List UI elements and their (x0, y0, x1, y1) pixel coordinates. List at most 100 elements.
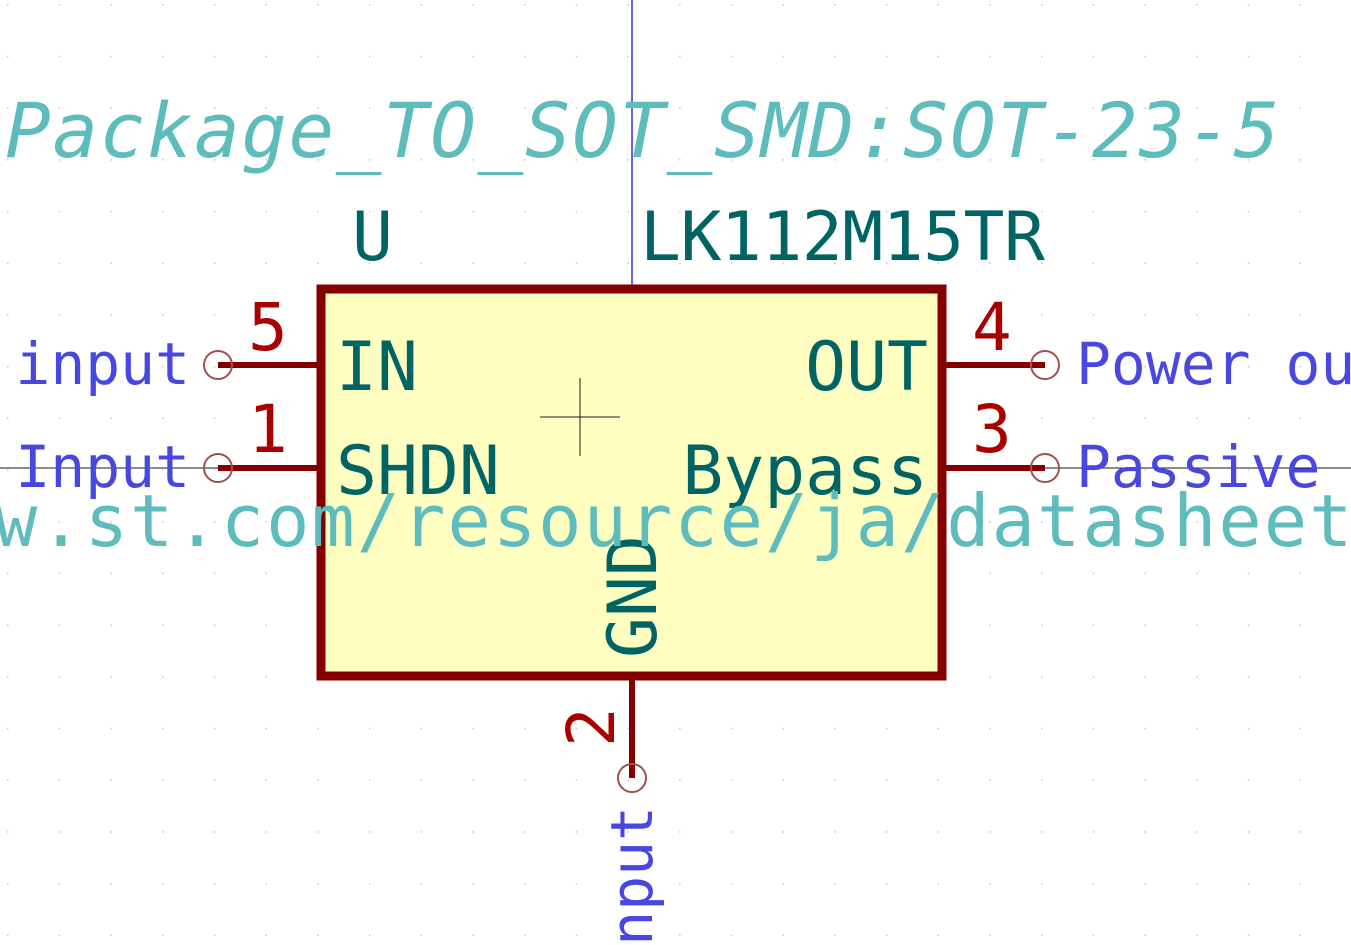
grid-dot (1247, 417, 1250, 420)
grid-dot (575, 210, 578, 213)
grid-dot (730, 882, 733, 885)
grid-dot (265, 727, 267, 730)
grid-dot (110, 262, 112, 264)
grid-dot (524, 159, 526, 161)
grid-dot (730, 55, 733, 58)
grid-dot (627, 55, 629, 58)
grid-dot (162, 4, 164, 6)
grid-dot (265, 314, 267, 316)
grid-dot (1144, 417, 1146, 420)
grid-dot (1092, 314, 1095, 316)
grid-dot (782, 934, 784, 937)
grid-dot (110, 159, 112, 161)
grid-dot (420, 779, 423, 781)
symbol-body[interactable] (316, 284, 947, 681)
grid-dot (265, 107, 267, 109)
grid-dot (679, 210, 681, 213)
grid-dot (58, 882, 61, 885)
grid-dot (213, 417, 216, 420)
reference-field[interactable]: U (352, 198, 393, 277)
grid-dot (730, 779, 733, 781)
grid-dot (679, 107, 681, 109)
grid-dot (1247, 572, 1250, 575)
grid-dot (58, 676, 61, 678)
pin-1-connection-circle[interactable] (203, 453, 233, 483)
grid-dot (1041, 676, 1043, 678)
grid-dot (472, 210, 474, 213)
grid-dot (679, 831, 681, 833)
footprint-field[interactable]: Package_TO_SOT_SMD:SOT-23-5 (5, 86, 1281, 175)
grid-dot (1299, 469, 1301, 471)
grid-dot (265, 779, 267, 781)
pin-5-connection-circle[interactable] (203, 350, 233, 380)
grid-dot (162, 314, 164, 316)
grid-dot (1196, 779, 1198, 781)
grid-dot (524, 831, 526, 833)
pin-5-type: r input (0, 330, 190, 398)
grid-dot (213, 4, 216, 6)
grid-dot (317, 727, 319, 730)
grid-dot (1092, 262, 1095, 264)
grid-dot (1041, 55, 1043, 58)
grid-dot (1092, 55, 1095, 58)
grid-dot (58, 417, 61, 420)
grid-dot (989, 417, 991, 420)
pin-2-connection-circle[interactable] (617, 763, 647, 793)
pin-2-name: GND (594, 535, 673, 658)
grid-dot (679, 779, 681, 781)
pin-5-name: IN (336, 328, 418, 407)
grid-dot (1144, 159, 1146, 161)
pin-3-name: Bypass (682, 432, 928, 511)
datasheet-field[interactable]: w.st.com/resource/ja/datasheet/l (0, 479, 1351, 563)
grid-dot (575, 262, 578, 264)
grid-dot (937, 831, 940, 833)
grid-dot (162, 882, 164, 885)
grid-dot (213, 159, 216, 161)
grid-dot (1196, 262, 1198, 264)
grid-dot (885, 55, 888, 58)
grid-dot (1041, 107, 1043, 109)
grid-dot (989, 934, 991, 937)
grid-dot (782, 831, 784, 833)
grid-dot (1092, 521, 1095, 523)
grid-dot (213, 107, 216, 109)
grid-dot (1196, 55, 1198, 58)
grid-dot (58, 159, 61, 161)
grid-dot (110, 727, 112, 730)
grid-dot (937, 882, 940, 885)
grid-dot (679, 55, 681, 58)
grid-dot (110, 4, 112, 6)
grid-dot (989, 4, 991, 6)
grid-dot (834, 4, 836, 6)
grid-dot (1092, 107, 1095, 109)
grid-dot (834, 107, 836, 109)
grid-dot (1092, 882, 1095, 885)
value-field[interactable]: LK112M15TR (640, 198, 1045, 277)
pin-3-connection-circle[interactable] (1030, 453, 1060, 483)
grid-dot (472, 107, 474, 109)
grid-dot (1299, 676, 1301, 678)
grid-dot (679, 934, 681, 937)
grid-dot (1144, 934, 1146, 937)
grid-dot (213, 779, 216, 781)
grid-dot (265, 262, 267, 264)
grid-dot (885, 882, 888, 885)
grid-dot (265, 831, 267, 833)
grid-dot (1092, 572, 1095, 575)
grid-dot (937, 159, 940, 161)
grid-dot (1247, 262, 1250, 264)
grid-dot (7, 469, 9, 471)
grid-dot (1041, 159, 1043, 161)
grid-dot (58, 314, 61, 316)
grid-dot (1041, 521, 1043, 523)
grid-dot (213, 469, 216, 471)
pin-4-connection-circle[interactable] (1030, 350, 1060, 380)
grid-dot (1144, 727, 1146, 730)
grid-dot (472, 727, 474, 730)
grid-dot (110, 417, 112, 420)
grid-dot (1041, 624, 1043, 626)
grid-dot (1299, 727, 1301, 730)
grid-dot (989, 521, 991, 523)
